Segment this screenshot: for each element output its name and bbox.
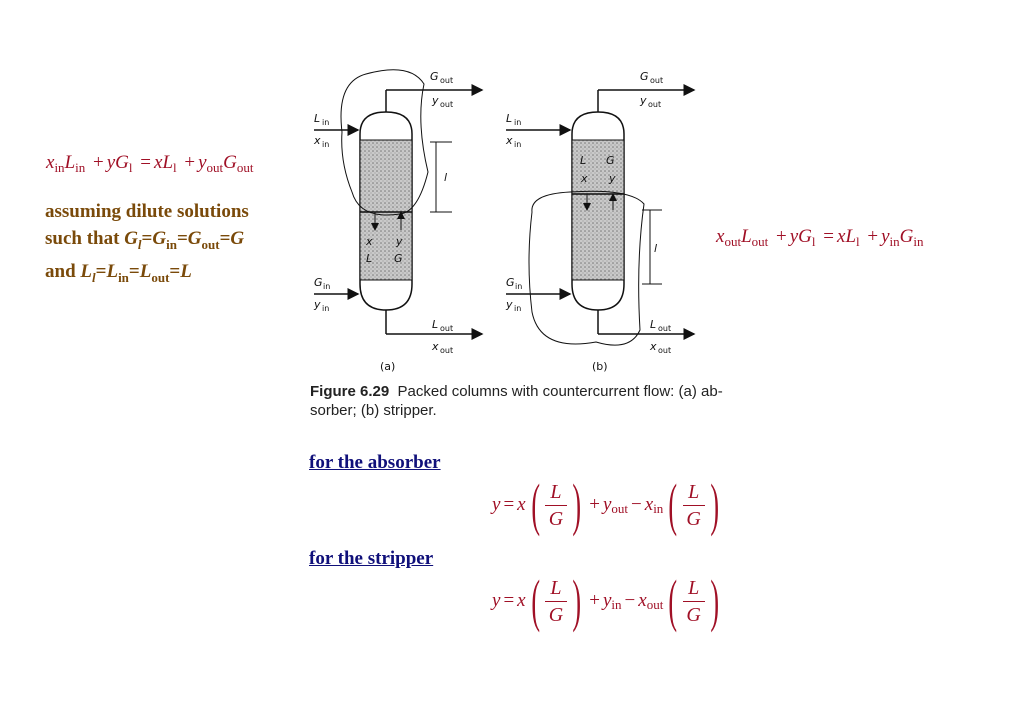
g-in-label-a: G (314, 276, 323, 289)
y-in-label-a: y (313, 298, 321, 311)
x-inner-label-b: x (580, 172, 588, 185)
l-out-label-a: L (432, 318, 438, 331)
y-in-label-b: y (505, 298, 513, 311)
absorber-heading: for the absorber (309, 452, 441, 473)
absorber-column: G out y out L in x in G in y in L out x … (313, 69, 484, 373)
height-l-label-b: l (654, 242, 657, 255)
g-out-sub-a: out (440, 76, 453, 85)
g-in-sub-b: in (515, 282, 522, 291)
g-inner-label-b: G (606, 154, 615, 167)
l-out-sub-a: out (440, 324, 453, 333)
l-in-sub-b: in (514, 118, 521, 127)
x-in-sub-b: in (514, 140, 521, 149)
figure-label-a: (a) (380, 360, 395, 373)
x-out-sub-b: out (658, 346, 671, 355)
l-inner-label-a: L (366, 252, 372, 265)
assumption-line-1: assuming dilute solutions (45, 201, 249, 222)
x-out-sub-a: out (440, 346, 453, 355)
y-out-sub-a: out (440, 100, 453, 109)
stripper-heading: for the stripper (309, 548, 434, 569)
l-in-sub-a: in (322, 118, 329, 127)
assumption-line-2: such that Gl=Gin=Gout=G (45, 228, 245, 252)
assumption-line-3: and Ll=Lin=Lout=L (45, 260, 192, 285)
x-out-label-a: x (431, 340, 439, 353)
packed-columns-figure: G out y out L in x in G in y in L out x … (313, 69, 696, 373)
figure-caption: Figure 6.29 Packed columns with counterc… (310, 383, 723, 419)
x-out-label-b: x (649, 340, 657, 353)
figure-label-b: (b) (592, 360, 608, 373)
l-out-label-b: L (650, 318, 656, 331)
stripper-column: G out y out L in x in G in y in L out x … (505, 70, 696, 373)
l-inner-label-b: L (580, 154, 586, 167)
g-out-label-b: G (640, 70, 649, 83)
g-in-sub-a: in (323, 282, 330, 291)
right-mass-balance-equation: xoutLout +yGl =xLl +yinGin (716, 226, 924, 249)
y-inner-label-a: y (395, 235, 403, 248)
x-in-label-a: x (313, 134, 321, 147)
left-mass-balance-equation: xinLin +yGl =xLl +youtGout (46, 152, 254, 175)
y-inner-label-b: y (608, 172, 616, 185)
y-in-sub-b: in (514, 304, 521, 313)
g-out-sub-b: out (650, 76, 663, 85)
l-out-sub-b: out (658, 324, 671, 333)
x-in-label-b: x (505, 134, 513, 147)
y-in-sub-a: in (322, 304, 329, 313)
dilute-solution-assumption: assuming dilute solutions such that Gl=G… (45, 198, 249, 291)
g-inner-label-a: G (394, 252, 403, 265)
l-in-label-b: L (506, 112, 512, 125)
y-out-label-a: y (431, 94, 439, 107)
g-out-label-a: G (430, 70, 439, 83)
g-in-label-b: G (506, 276, 515, 289)
y-out-sub-b: out (648, 100, 661, 109)
height-l-label-a: l (444, 171, 447, 184)
y-out-label-b: y (639, 94, 647, 107)
l-in-label-a: L (314, 112, 320, 125)
x-inner-label-a: x (365, 235, 373, 248)
x-in-sub-a: in (322, 140, 329, 149)
